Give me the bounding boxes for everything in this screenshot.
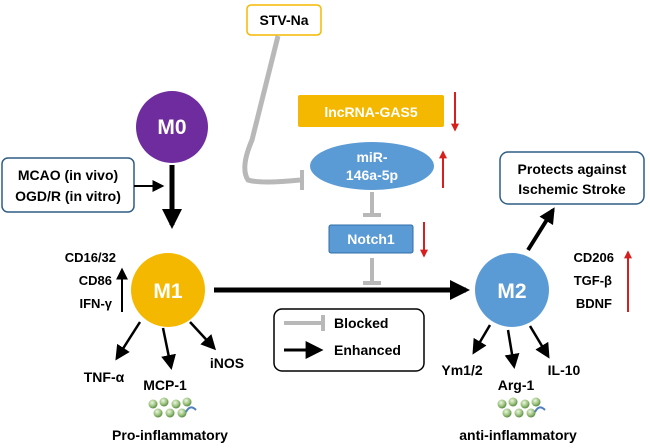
m1-marker-2: CD86: [79, 273, 112, 288]
stimulus-line2: OGD/R (in vitro): [15, 188, 121, 204]
m1-cell: [131, 253, 205, 327]
m2-cytokine-arrow-3: [528, 325, 550, 359]
anti-inflammatory-label: anti-inflammatory: [459, 427, 577, 443]
stv-na-box: [246, 4, 322, 36]
m2-cell: [475, 253, 549, 327]
m1-cytokine-arrow-3: [189, 321, 217, 351]
m2-cytokine-2: Arg-1: [498, 377, 535, 393]
mirna-ellipse: [310, 142, 434, 190]
stimulus-line1: MCAO (in vivo): [18, 167, 118, 183]
m2-cytokine-arrow-2: [504, 329, 520, 369]
m2-marker-1: CD206: [574, 250, 614, 265]
lncrna-label: lncRNA-GAS5: [324, 104, 418, 120]
outcome-box: [499, 151, 645, 205]
m0-cell: [136, 91, 208, 163]
m1-cytokine-2: MCP-1: [143, 377, 187, 393]
mirna-label-line2: 146a-5p: [346, 167, 398, 183]
m1-cytokine-3: iNOS: [210, 355, 244, 371]
stv-na-label: STV-Na: [259, 12, 308, 28]
mirna-label-line1: miR-: [356, 149, 387, 165]
m1-cytokine-arrow-1: [115, 321, 142, 361]
m2-cytokine-arrow-1: [472, 324, 492, 355]
pro-inflammatory-label: Pro-inflammatory: [112, 427, 228, 443]
m1-marker-1: CD16/32: [65, 250, 116, 265]
m2-marker-2: TGF-β: [574, 273, 612, 288]
m2-to-outcome-arrow: [526, 207, 555, 252]
m2-cytokine-particles: [497, 397, 546, 418]
legend-blocked-label: Blocked: [334, 315, 388, 331]
m1-cytokine-particles: [148, 397, 197, 418]
m1-cytokine-arrow-2: [161, 327, 176, 370]
stv-inhibition-line: [242, 35, 301, 185]
m2-cytokine-1: Ym1/2: [441, 362, 482, 378]
outcome-line2: Ischemic Stroke: [518, 181, 626, 197]
m2-cytokine-3: IL-10: [548, 362, 581, 378]
m1-cytokine-1: TNF-α: [84, 369, 125, 385]
lncrna-box: [298, 95, 444, 127]
m1-marker-3: IFN-γ: [80, 296, 113, 311]
notch-box: [328, 224, 414, 254]
notch-label: Notch1: [347, 231, 395, 247]
m2-label: M2: [497, 280, 526, 303]
legend-enhanced-label: Enhanced: [334, 342, 401, 358]
outcome-line1: Protects against: [518, 161, 627, 177]
m1-label: M1: [153, 280, 182, 303]
m2-marker-3: BDNF: [576, 296, 612, 311]
m0-label: M0: [157, 116, 186, 139]
